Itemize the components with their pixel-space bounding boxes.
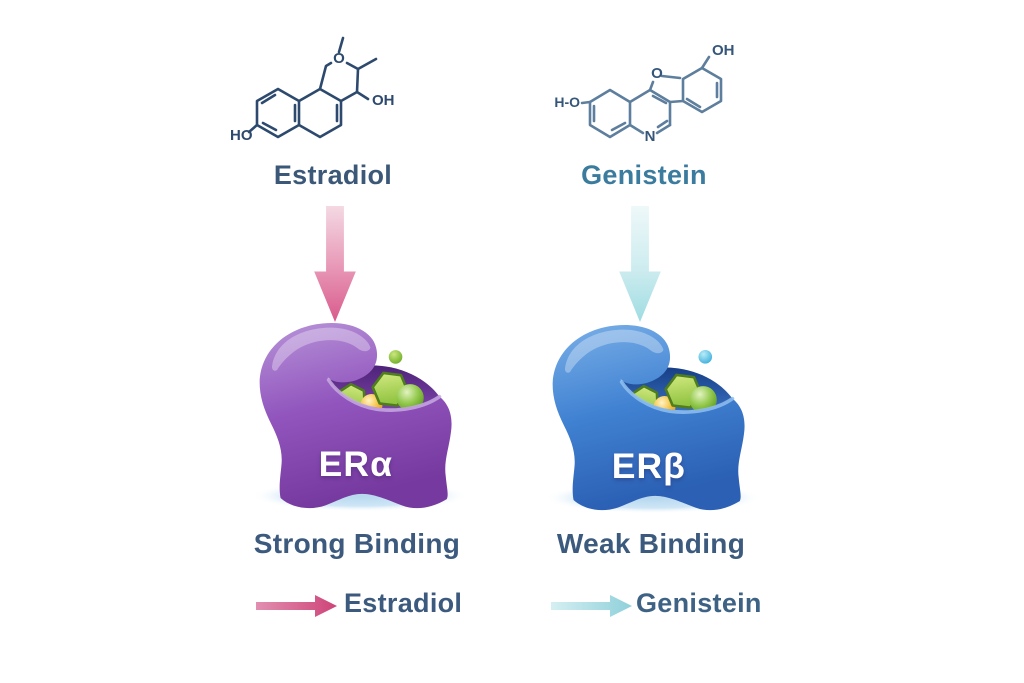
er-beta-label: ERβ — [612, 446, 686, 486]
atom-ho: H-O — [554, 94, 580, 110]
receptor-body — [552, 324, 745, 511]
atom-oh: OH — [372, 92, 395, 109]
weak-binding-label: Weak Binding — [556, 528, 746, 559]
strong-binding-label: Strong Binding — [253, 528, 461, 559]
genistein-bonds — [580, 55, 723, 139]
estradiol-structure: HO O OH — [230, 36, 395, 144]
estradiol-down-arrow — [314, 206, 356, 323]
receptor-body — [259, 322, 452, 509]
genistein-down-arrow — [619, 206, 661, 323]
genistein-atoms: H-O O N OH — [554, 42, 734, 145]
genistein-structure: H-O O N OH — [554, 42, 734, 145]
arrow-shape — [314, 206, 356, 323]
legend-label-genistein: Genistein — [636, 588, 762, 618]
ligand-sphere-green — [689, 386, 717, 414]
floating-sphere — [698, 350, 713, 364]
estradiol-atoms: HO O OH — [230, 50, 395, 144]
estradiol-title: Estradiol — [273, 160, 393, 190]
arrow-shape — [551, 595, 632, 617]
pocket-rim-highlight — [326, 378, 442, 412]
legend-arrow-genistein — [551, 595, 632, 617]
gloss-highlight — [564, 329, 664, 373]
atom-ho: HO — [230, 127, 253, 144]
arrow-shape — [256, 595, 337, 617]
atom-o: O — [333, 50, 345, 67]
er-alpha-label: ERα — [319, 444, 393, 484]
ligand-sphere-green — [396, 384, 424, 412]
arrow-shape — [619, 206, 661, 323]
estradiol-bonds — [247, 36, 378, 139]
legend: Estradiol Genistein — [0, 585, 1024, 630]
gloss-highlight — [271, 327, 371, 371]
atom-o: O — [651, 65, 663, 82]
genistein-title: Genistein — [581, 160, 707, 190]
legend-label-estradiol: Estradiol — [344, 588, 463, 618]
er-beta-receptor: ERβ — [544, 324, 762, 514]
legend-arrow-estradiol — [256, 595, 337, 617]
er-alpha-receptor: ERα — [251, 322, 469, 512]
pocket-rim-highlight — [619, 380, 735, 414]
floating-sphere — [388, 350, 403, 364]
atom-oh: OH — [712, 42, 735, 59]
atom-n: N — [645, 128, 656, 145]
